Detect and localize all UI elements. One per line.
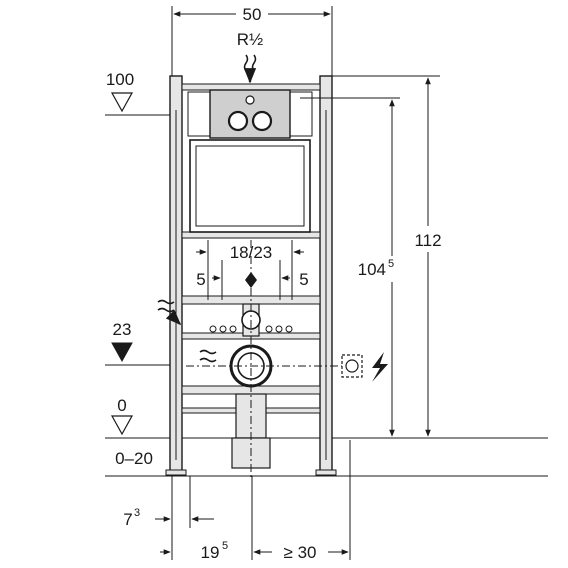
label-center-spacing: 18/23 [230,243,273,262]
label-wall-offset-sup: 5 [222,540,228,552]
label-min-distance: ≥ 30 [284,543,317,562]
label-level-23: 23 [113,320,132,339]
label-leg-offset: 7 [123,510,132,529]
level-triangle-icon [110,92,134,436]
flush-plate-icon [227,95,273,132]
label-wall-offset: 19 [201,543,220,562]
cistern [187,89,313,233]
flush-pipe [186,240,360,480]
lightning-icon [372,352,388,382]
label-offset-right: 5 [299,270,308,289]
dim-center: 18/23 5 5 [196,240,309,300]
label-width-top: 50 [243,5,262,24]
label-offset-left: 5 [196,270,205,289]
electrical-outlet-icon [341,354,363,378]
label-height-outlet-sup: 5 [388,258,394,270]
label-level-100: 100 [106,70,134,89]
label-level-0: 0 [117,396,126,415]
label-leg-offset-sup: 3 [134,507,140,519]
label-pipe-top: R½ [237,30,263,49]
dim-heights: 112 104 5 [300,75,442,437]
mounting-holes [209,325,293,333]
dim-width: 50 R½ [171,5,333,76]
label-floor-range: 0–20 [115,449,153,468]
label-height-outlet: 104 [358,260,386,279]
dim-levels: 100 23 0 0–20 [106,70,153,468]
label-height-total: 112 [414,231,441,250]
dim-bottom: 7 3 19 5 ≥ 30 [123,440,351,562]
water-supply-icon [157,54,257,363]
